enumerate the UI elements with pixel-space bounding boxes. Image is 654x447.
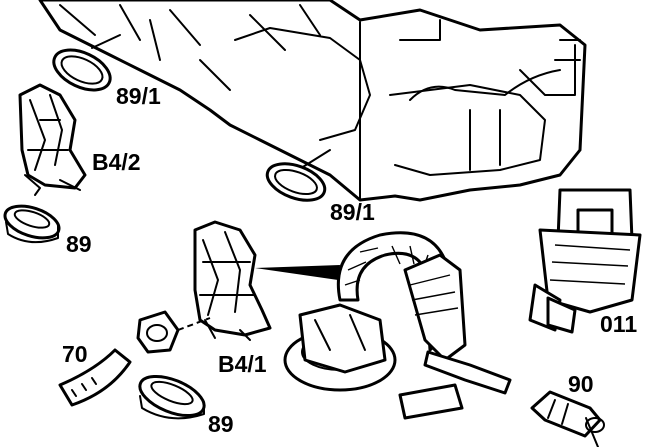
label-ring-89-bottom: 89 bbox=[208, 411, 234, 437]
seal-89-1-upper bbox=[52, 48, 112, 92]
label-seal-89-1-upper: 89/1 bbox=[116, 83, 161, 109]
label-tool-011: 011 bbox=[600, 311, 637, 337]
label-sensor-b4-1: B4/1 bbox=[218, 351, 267, 377]
label-ring-89-left: 89 bbox=[66, 231, 92, 257]
sensor-b4-1 bbox=[193, 220, 272, 341]
ring-89-left bbox=[3, 204, 61, 244]
label-clamp-90: 90 bbox=[568, 371, 594, 397]
label-sensor-b4-2: B4/2 bbox=[92, 149, 141, 175]
label-hose-70: 70 bbox=[62, 341, 88, 367]
leader-seal-upper bbox=[91, 34, 121, 49]
fuel-tank bbox=[38, 0, 587, 202]
sensor-b4-2 bbox=[18, 83, 87, 196]
special-tool-011 bbox=[528, 188, 642, 334]
ring-89-bottom bbox=[138, 374, 206, 420]
leader-b4-1-pump bbox=[255, 265, 340, 280]
dashed-guide-clip bbox=[177, 317, 211, 331]
connector-clip bbox=[136, 310, 180, 354]
fuel-pump-assembly bbox=[283, 231, 512, 420]
hose-70 bbox=[58, 348, 132, 407]
hose-clamp-90 bbox=[530, 390, 605, 447]
label-seal-89-1-lower: 89/1 bbox=[330, 199, 375, 225]
seal-89-1-lower bbox=[265, 162, 327, 202]
